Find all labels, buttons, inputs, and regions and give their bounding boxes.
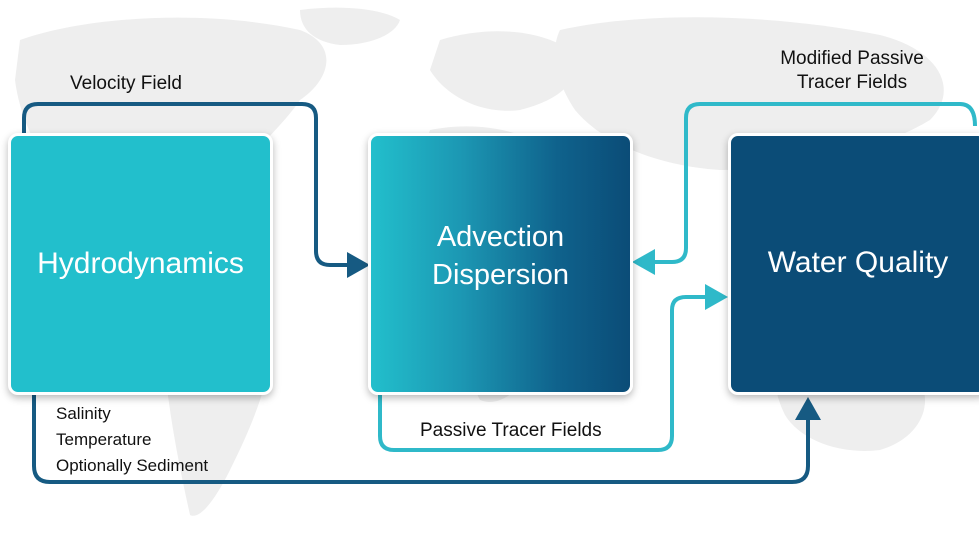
passive-tracer-label: Passive Tracer Fields	[420, 420, 602, 441]
modified-tracer-arrowhead	[632, 249, 655, 275]
hydrodynamics-label: Hydrodynamics	[37, 247, 244, 280]
modified-tracer-arrow	[652, 102, 977, 264]
temperature-label: Temperature	[56, 430, 152, 449]
hydro-outputs-label: Salinity Temperature Optionally Sediment	[56, 401, 208, 479]
sediment-label: Optionally Sediment	[56, 456, 209, 475]
modified-tracer-label-line1: Modified Passive	[780, 48, 924, 69]
water-quality-box: Water Quality	[728, 133, 979, 395]
advection-label: Advection	[436, 221, 565, 253]
salinity-label: Salinity	[56, 404, 111, 423]
hydro-output-arrowhead	[795, 397, 821, 420]
hydro-output-arrow	[32, 392, 810, 484]
modified-tracer-label: Modified Passive Tracer Fields	[752, 47, 952, 95]
velocity-field-label: Velocity Field	[70, 73, 182, 94]
water-quality-label: Water Quality	[767, 246, 949, 279]
advection-dispersion-box: Advection Dispersion	[368, 133, 633, 395]
hydrodynamics-box: Hydrodynamics	[8, 133, 273, 395]
passive-tracer-arrowhead	[705, 284, 728, 310]
advection-dispersion-text: Advection Dispersion	[432, 218, 569, 294]
velocity-field-arrowhead	[347, 252, 370, 278]
modified-tracer-label-line2: Tracer Fields	[796, 72, 908, 93]
dispersion-label: Dispersion	[432, 259, 569, 291]
passive-tracer-arrow	[378, 295, 708, 452]
velocity-field-arrow	[22, 102, 350, 267]
